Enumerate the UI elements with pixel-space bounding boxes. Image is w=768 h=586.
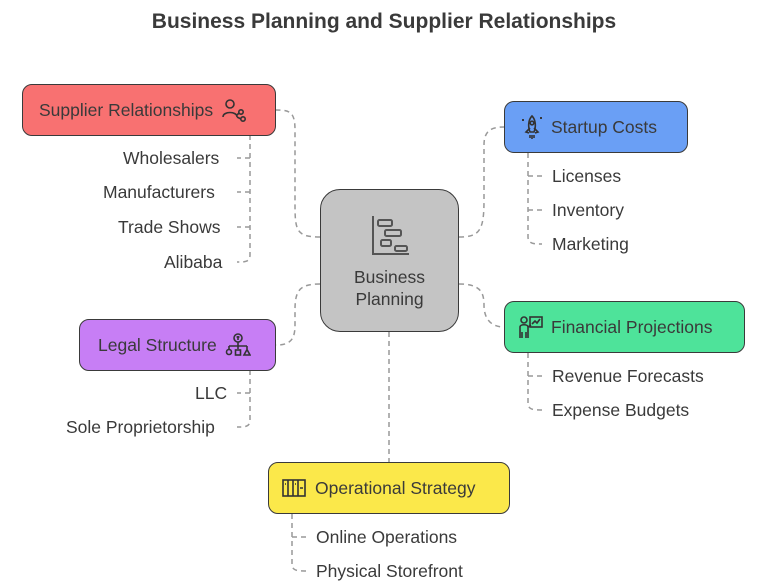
branch-label: Supplier Relationships — [39, 99, 214, 120]
leaf-sole-proprietorship: Sole Proprietorship — [66, 417, 215, 437]
gantt-chart-icon — [367, 212, 413, 258]
branch-label: Legal Structure — [98, 334, 217, 355]
branch-label: Financial Projections — [551, 316, 713, 337]
leaf-inventory: Inventory — [552, 200, 624, 220]
leaf-online-operations: Online Operations — [316, 527, 458, 547]
people-network-icon — [221, 97, 247, 123]
center-label-line2: Planning — [355, 288, 424, 309]
columns-icon — [281, 475, 307, 501]
leaf-expense-budgets: Expense Budgets — [552, 400, 690, 420]
branch-financial-projections[interactable]: Financial Projections — [504, 301, 745, 353]
leaf-alibaba: Alibaba — [164, 252, 223, 272]
leaf-trade-shows: Trade Shows — [118, 217, 221, 237]
branch-operational-strategy[interactable]: Operational Strategy — [268, 462, 510, 514]
leaf-manufacturers: Manufacturers — [103, 182, 215, 202]
presenter-chart-icon — [517, 314, 543, 340]
page-title: Business Planning and Supplier Relations… — [151, 10, 617, 33]
center-node-business-planning[interactable]: Business Planning — [320, 189, 459, 332]
leaf-llc: LLC — [195, 383, 228, 403]
branch-label: Startup Costs — [551, 116, 658, 137]
branch-startup-costs[interactable]: Startup Costs — [504, 101, 688, 153]
branch-label: Operational Strategy — [315, 477, 476, 498]
leaf-wholesalers: Wholesalers — [123, 148, 220, 168]
leaf-physical-storefront: Physical Storefront — [316, 561, 463, 581]
branch-supplier-relationships[interactable]: Supplier Relationships — [22, 84, 276, 136]
org-chart-icon — [225, 332, 252, 358]
rocket-icon — [519, 114, 545, 140]
leaf-licenses: Licenses — [552, 166, 622, 186]
leaf-marketing: Marketing — [552, 234, 629, 254]
branch-legal-structure[interactable]: Legal Structure — [79, 319, 276, 371]
center-label-line1: Business — [353, 266, 425, 287]
leaf-revenue-forecasts: Revenue Forecasts — [552, 366, 704, 386]
